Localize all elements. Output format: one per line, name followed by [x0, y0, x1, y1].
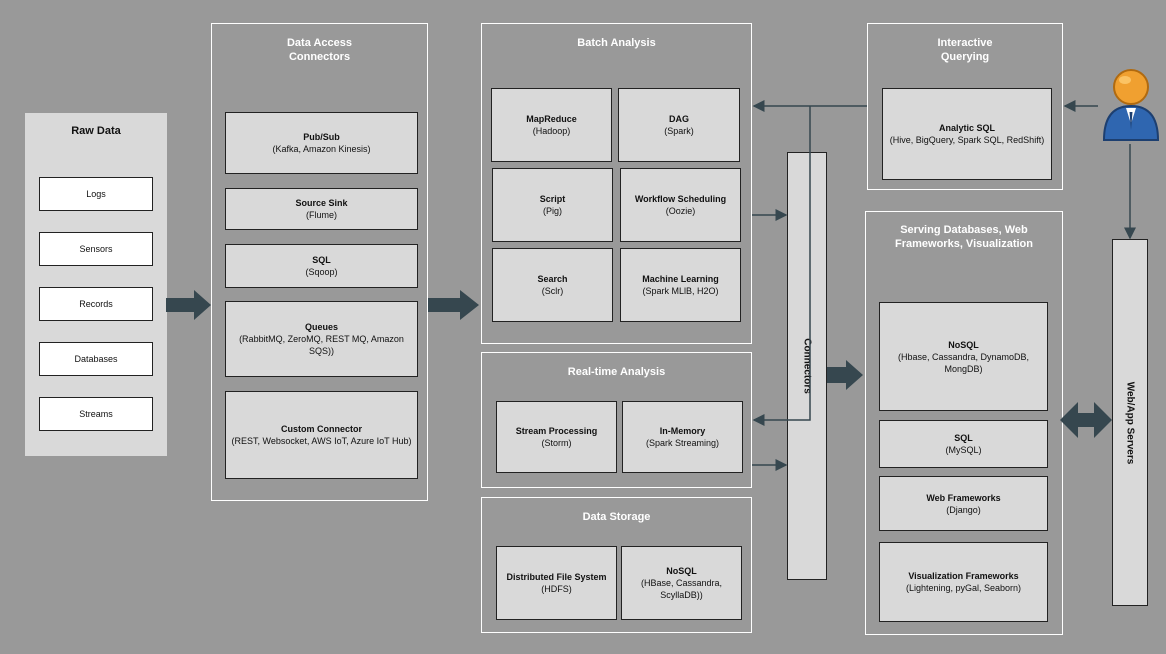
arrow-raw-to-access [166, 290, 211, 320]
arrow-access-to-batch [428, 290, 479, 320]
raw-data-panel: Raw Data Logs Sensors Records Databases … [25, 113, 167, 456]
serving-nosql-box: NoSQL (Hbase, Cassandra, DynamoDB, MongD… [879, 302, 1048, 411]
serving-title: Serving Databases, Web Frameworks, Visua… [895, 224, 1033, 250]
interactive-querying-panel: Interactive Querying Analytic SQL (Hive,… [867, 23, 1063, 190]
box-subtitle: (Spark Streaming) [645, 438, 720, 448]
box-subtitle: (Django) [946, 504, 981, 515]
box-title: Visualization Frameworks [908, 571, 1019, 581]
analytic-sql-box: Analytic SQL (Hive, BigQuery, Spark SQL,… [882, 88, 1052, 180]
connectors-label: Connectors [801, 338, 813, 394]
arrow-connectors-to-serving [827, 360, 863, 390]
box-title: Source Sink [295, 198, 348, 208]
box-title: Distributed File System [506, 572, 607, 582]
interactive-querying-title: Interactive Querying [937, 37, 993, 63]
box-title: Search [537, 274, 568, 284]
web-app-servers-label: Web/App Servers [1124, 381, 1136, 464]
box-subtitle: (Flume) [306, 210, 337, 220]
workflow-scheduling-box: Workflow Scheduling (Oozie) [620, 168, 741, 242]
in-memory-box: In-Memory (Spark Streaming) [622, 401, 743, 473]
serving-sql-box: SQL (MySQL) [879, 420, 1048, 468]
box-subtitle: (HDFS) [541, 584, 572, 594]
box-title: NoSQL [666, 566, 697, 576]
box-title: Pub/Sub [303, 132, 340, 142]
web-frameworks-box: Web Frameworks (Django) [879, 476, 1048, 531]
distributed-fs-box: Distributed File System (HDFS) [496, 546, 617, 620]
raw-item-sensors: Sensors [39, 232, 153, 266]
box-subtitle: (Sclr) [541, 286, 564, 296]
data-storage-title: Data Storage [582, 511, 651, 523]
storage-nosql-box: NoSQL (HBase, Cassandra, ScyllaDB)) [621, 546, 742, 620]
box-subtitle: (REST, Websocket, AWS IoT, Azure IoT Hub… [231, 436, 412, 446]
dag-box: DAG (Spark) [618, 88, 740, 162]
box-subtitle: (Spark MLlB, H2O) [642, 286, 719, 296]
box-title: Script [539, 194, 566, 204]
raw-item-databases: Databases [39, 342, 153, 376]
search-box: Search (Sclr) [492, 248, 613, 322]
box-title: Queues [304, 322, 338, 332]
pubsub-box: Pub/Sub (Kafka, Amazon Kinesis) [225, 112, 418, 174]
raw-data-title: Raw Data [71, 125, 121, 137]
mapreduce-box: MapReduce (Hadoop) [491, 88, 612, 162]
box-title: NoSQL [948, 339, 979, 350]
raw-item-logs: Logs [39, 177, 153, 211]
box-title: Stream Processing [515, 426, 598, 436]
box-title: In-Memory [659, 426, 706, 436]
machine-learning-box: Machine Learning (Spark MLlB, H2O) [620, 248, 741, 322]
box-subtitle: (Lightening, pyGal, Seaborn) [905, 583, 1022, 593]
data-access-panel: Data Access Connectors Pub/Sub (Kafka, A… [211, 23, 428, 501]
serving-panel: Serving Databases, Web Frameworks, Visua… [865, 211, 1063, 635]
raw-item-records: Records [39, 287, 153, 321]
data-storage-panel: Data Storage Distributed File System (HD… [481, 497, 752, 633]
box-title: MapReduce [526, 114, 577, 124]
stream-processing-box: Stream Processing (Storm) [496, 401, 617, 473]
box-title: DAG [669, 114, 689, 124]
sql-sqoop-box: SQL (Sqoop) [225, 244, 418, 288]
box-title: SQL [954, 433, 973, 443]
box-subtitle: (Spark) [664, 126, 694, 136]
queues-box: Queues (RabbitMQ, ZeroMQ, REST MQ, Amazo… [225, 301, 418, 377]
box-title: Machine Learning [642, 274, 719, 284]
box-subtitle: (Hbase, Cassandra, DynamoDB, MongDB) [897, 351, 1030, 374]
batch-analysis-panel: Batch Analysis MapReduce (Hadoop) DAG (S… [481, 23, 752, 344]
arrow-serving-webapp [1060, 402, 1112, 438]
batch-analysis-title: Batch Analysis [577, 37, 656, 49]
box-title: Custom Connector [281, 424, 362, 434]
box-title: SQL [312, 255, 331, 265]
box-subtitle: (MySQL) [945, 445, 982, 455]
realtime-analysis-panel: Real-time Analysis Stream Processing (St… [481, 352, 752, 488]
script-box: Script (Pig) [492, 168, 613, 242]
connectors-bar: Connectors [787, 152, 827, 580]
raw-item-streams: Streams [39, 397, 153, 431]
visualization-frameworks-box: Visualization Frameworks (Lightening, py… [879, 542, 1048, 622]
box-subtitle: (Sqoop) [305, 267, 338, 277]
box-title: Web Frameworks [926, 492, 1001, 503]
box-title: Analytic SQL [938, 123, 995, 133]
realtime-analysis-title: Real-time Analysis [567, 366, 666, 378]
box-subtitle: (RabbitMQ, ZeroMQ, REST MQ, Amazon SQS)) [239, 334, 404, 356]
box-subtitle: (Oozie) [665, 206, 696, 216]
web-app-servers-bar: Web/App Servers [1112, 239, 1148, 606]
box-subtitle: (Pig) [542, 206, 562, 216]
box-subtitle: (Storm) [541, 438, 572, 448]
data-access-title: Data Access Connectors [286, 37, 353, 63]
box-subtitle: (Hadoop) [532, 126, 571, 136]
box-subtitle: (Kafka, Amazon Kinesis) [272, 144, 371, 154]
user-icon [1102, 69, 1160, 141]
custom-connector-box: Custom Connector (REST, Websocket, AWS I… [225, 391, 418, 479]
box-subtitle: (HBase, Cassandra, ScyllaDB)) [640, 578, 723, 600]
box-title: Workflow Scheduling [634, 194, 727, 204]
box-subtitle: (Hive, BigQuery, Spark SQL, RedShift) [889, 135, 1045, 145]
source-sink-box: Source Sink (Flume) [225, 188, 418, 230]
